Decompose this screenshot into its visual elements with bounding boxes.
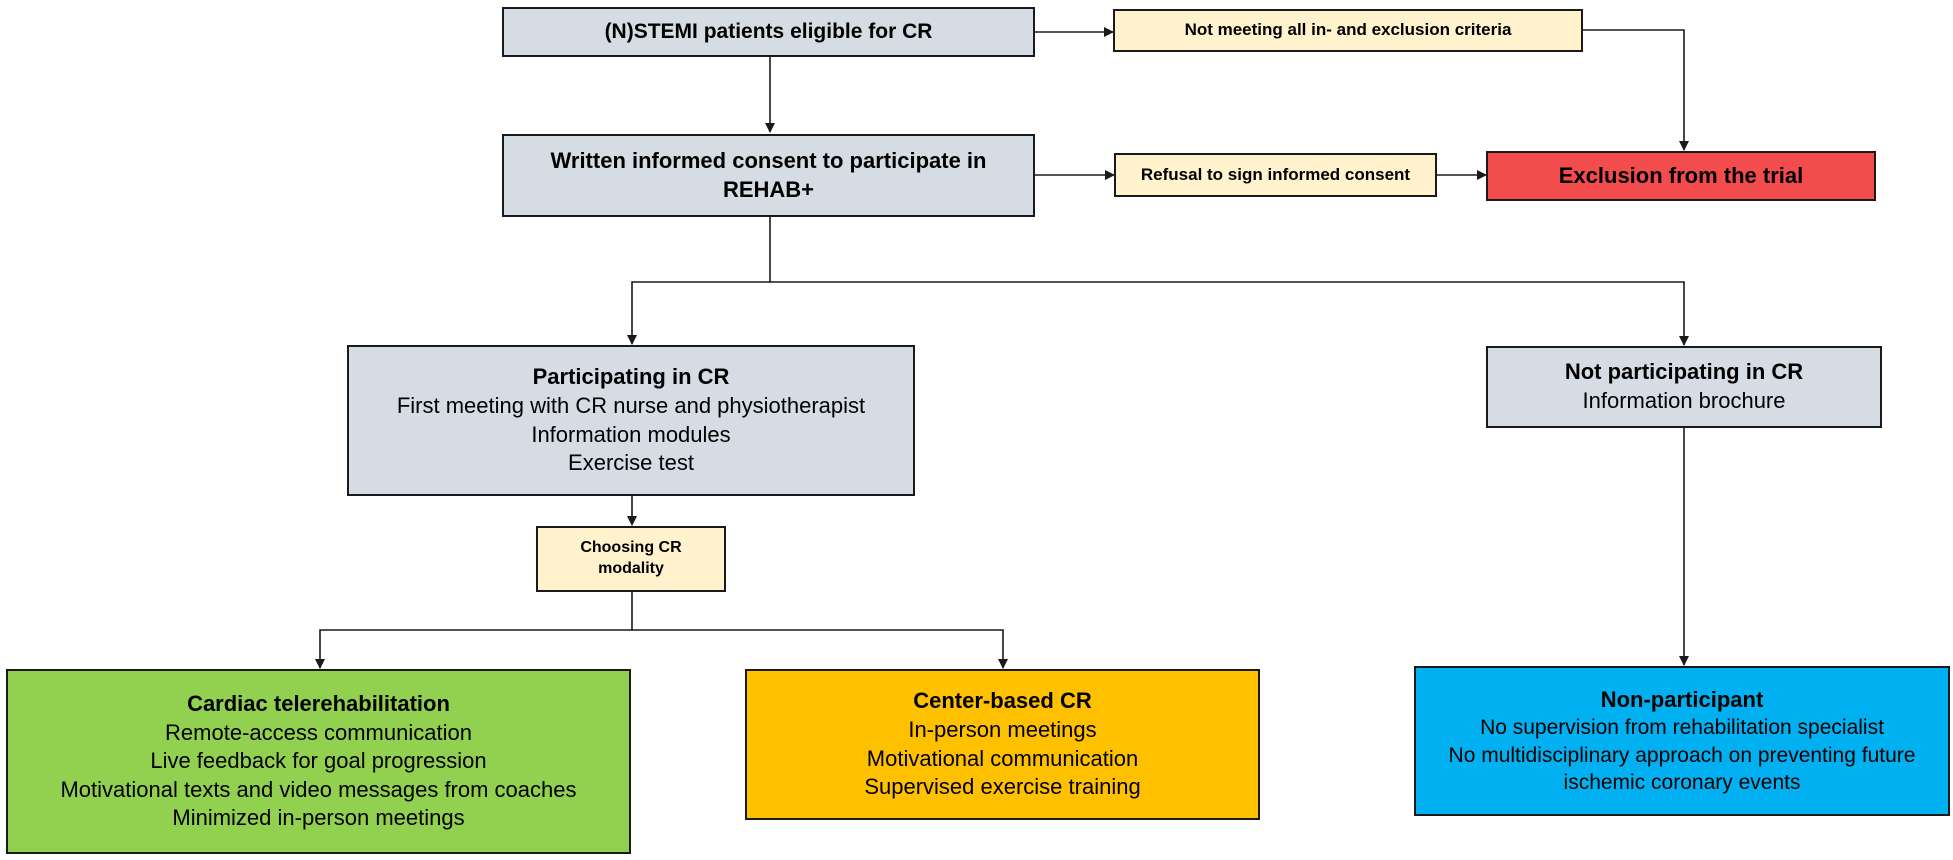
not-participating-box: Not participating in CR Information broc… (1486, 346, 1882, 428)
center-based-box: Center-based CR In-person meetings Motiv… (745, 669, 1260, 820)
participating-line: First meeting with CR nurse and physioth… (396, 392, 866, 418)
nonparticipant-title: Non-participant (1600, 686, 1764, 712)
eligible-title: (N)STEMI patients eligible for CR (604, 20, 933, 44)
consent-title: Written informed consent to participate … (550, 147, 987, 202)
arrow-not-meeting-to-exclusion (1583, 29, 1689, 151)
exclusion-box: Exclusion from the trial (1486, 151, 1876, 201)
refusal-box: Refusal to sign informed consent (1114, 153, 1437, 197)
telerehab-box: Cardiac telerehabilitation Remote-access… (6, 669, 631, 854)
not-participating-title: Not participating in CR (1564, 359, 1804, 385)
refusal-title: Refusal to sign informed consent (1140, 164, 1411, 184)
telerehab-line: Motivational texts and video messages fr… (60, 776, 577, 802)
consent-box: Written informed consent to participate … (502, 134, 1035, 217)
center-based-line: Motivational communication (866, 745, 1139, 771)
telerehab-line: Live feedback for goal progression (150, 748, 487, 774)
exclusion-title: Exclusion from the trial (1558, 162, 1804, 188)
telerehab-title: Cardiac telerehabilitation (187, 691, 450, 717)
telerehab-line: Remote-access communication (165, 719, 472, 745)
choosing-modality-title: Choosing CR modality (580, 539, 682, 577)
split-line-consent (627, 217, 771, 345)
eligible-box: (N)STEMI patients eligible for CR (502, 7, 1035, 57)
telerehab-line: Minimized in-person meetings (172, 805, 465, 831)
not-meeting-criteria-title: Not meeting all in- and exclusion criter… (1184, 20, 1512, 40)
participating-line: Exercise test (568, 450, 694, 476)
choosing-modality-box: Choosing CR modality (536, 526, 726, 592)
arrow-to-not-participating (770, 281, 1689, 346)
nonparticipant-line: No multidisciplinary approach on prevent… (1448, 743, 1916, 794)
split-line-choosing (315, 592, 633, 669)
arrow-to-center-based (632, 629, 1008, 669)
not-meeting-criteria-box: Not meeting all in- and exclusion criter… (1113, 9, 1583, 52)
participating-box: Participating in CR First meeting with C… (347, 345, 915, 496)
participating-line: Information modules (531, 421, 731, 447)
nonparticipant-line: No supervision from rehabilitation speci… (1480, 716, 1884, 740)
nonparticipant-box: Non-participant No supervision from reha… (1414, 666, 1950, 816)
center-based-title: Center-based CR (913, 688, 1092, 714)
participating-title: Participating in CR (532, 364, 730, 390)
center-based-line: Supervised exercise training (864, 774, 1141, 800)
not-participating-line: Information brochure (1582, 388, 1786, 413)
center-based-line: In-person meetings (908, 716, 1097, 742)
